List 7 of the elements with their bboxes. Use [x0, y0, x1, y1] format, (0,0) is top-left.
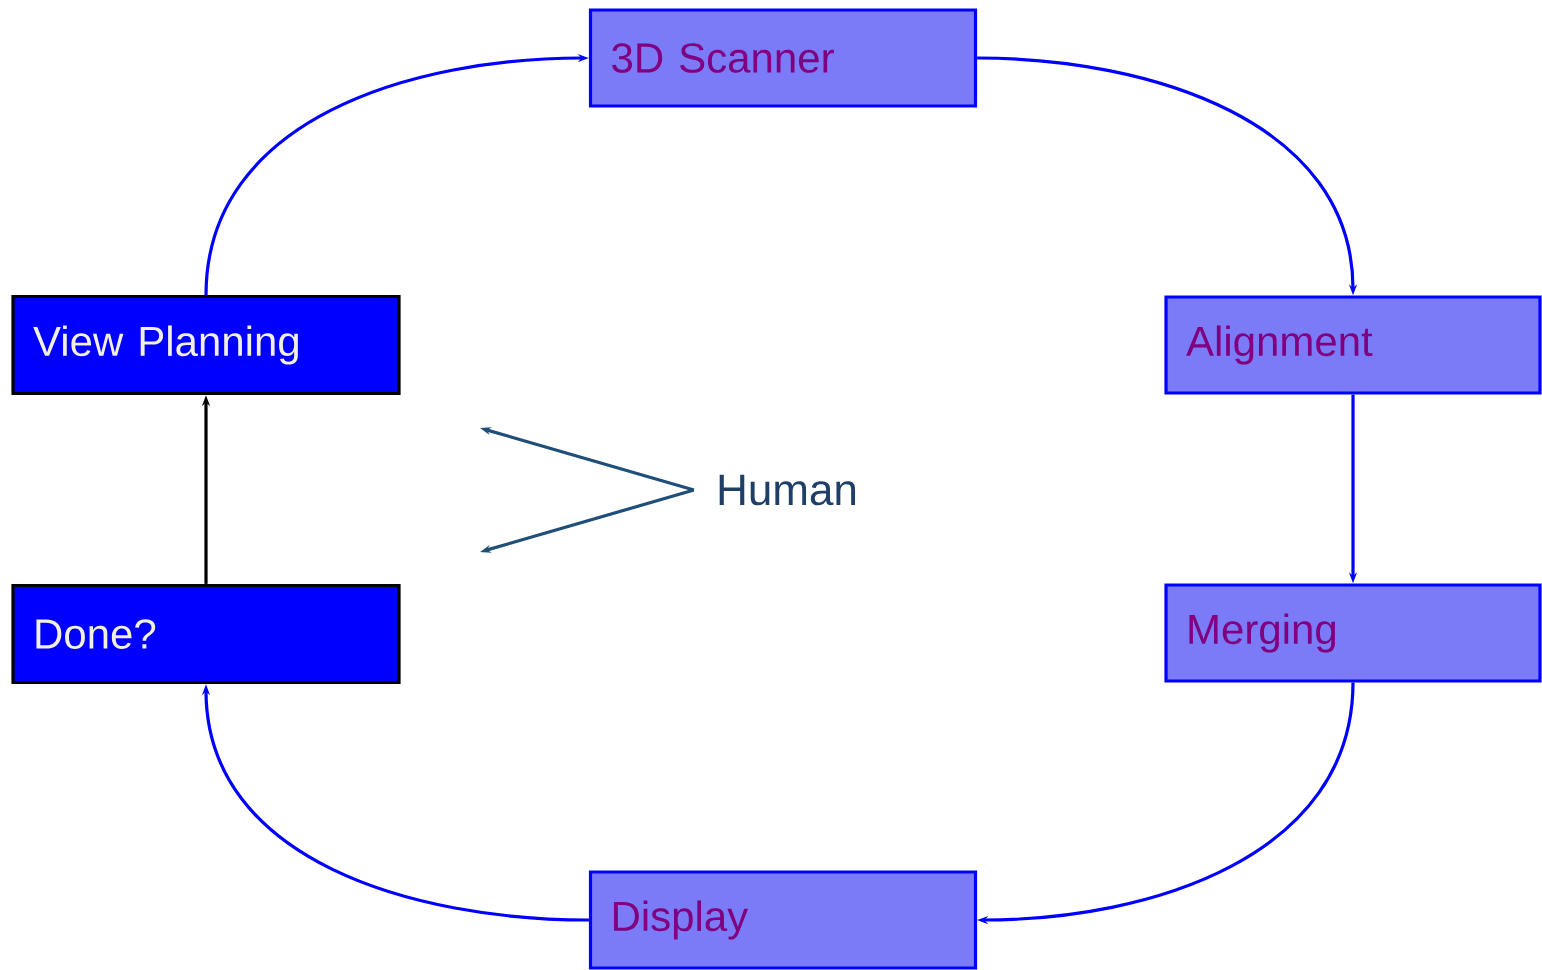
process-box: Alignment — [1164, 295, 1542, 395]
process-box: Display — [588, 870, 978, 970]
process-box: Merging — [1164, 583, 1542, 683]
process-box: 3D Scanner — [588, 8, 978, 108]
process-box: View Planning — [11, 294, 401, 396]
process-box: Done? — [11, 583, 401, 685]
text-label: Human — [719, 474, 856, 506]
